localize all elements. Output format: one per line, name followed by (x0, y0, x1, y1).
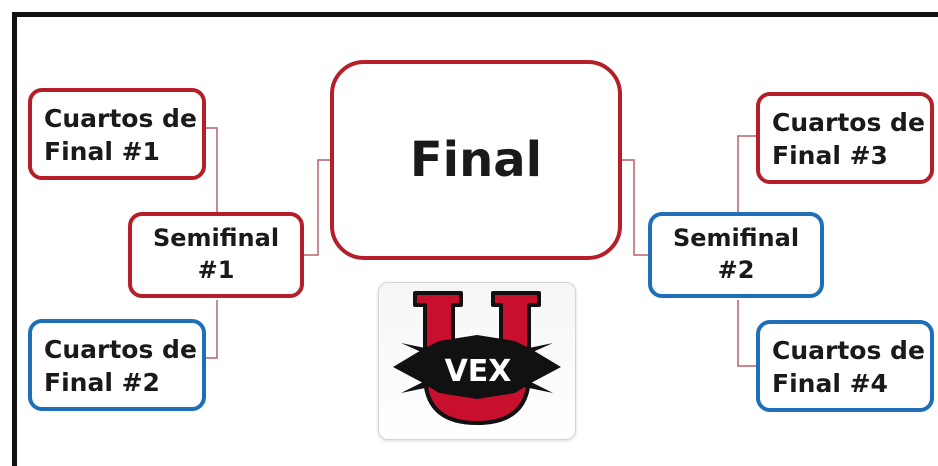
connector-qf2-sf1 (204, 300, 218, 359)
quarterfinal-3-line2: Final #3 (772, 141, 888, 170)
vex-u-logo: VEX (378, 282, 576, 440)
quarterfinal-4-box: Cuartos de Final #4 (756, 320, 934, 412)
quarterfinal-2-box: Cuartos de Final #2 (28, 319, 206, 411)
semifinal-1-box: Semifinal #1 (128, 212, 304, 298)
quarterfinal-1-line1: Cuartos de (44, 104, 197, 133)
quarterfinal-2-line2: Final #2 (44, 368, 160, 397)
connector-sf1-final (304, 159, 330, 256)
connector-sf2-final (622, 159, 648, 256)
quarterfinal-1-box: Cuartos de Final #1 (28, 88, 206, 180)
vex-u-logo-graphic: VEX (393, 291, 561, 425)
connector-qf3-sf2 (737, 135, 756, 212)
quarterfinal-4-line1: Cuartos de (772, 336, 925, 365)
final-label: Final (409, 132, 543, 188)
quarterfinal-2-line1: Cuartos de (44, 335, 197, 364)
semifinal-2-line2: #2 (717, 256, 755, 284)
quarterfinal-3-box: Cuartos de Final #3 (756, 92, 934, 184)
connector-qf4-sf2 (737, 300, 756, 367)
semifinal-2-line1: Semifinal (672, 224, 800, 252)
semifinal-1-line1: Semifinal (152, 224, 280, 252)
vex-logo-text: VEX (445, 354, 512, 389)
quarterfinal-3-line1: Cuartos de (772, 108, 925, 137)
outer-frame (12, 12, 938, 466)
semifinal-1-line2: #1 (197, 256, 235, 284)
semifinal-2-box: Semifinal #2 (648, 212, 824, 298)
final-box: Final (330, 60, 622, 260)
connector-qf1-sf1 (204, 127, 218, 212)
quarterfinal-1-line2: Final #1 (44, 137, 160, 166)
quarterfinal-4-line2: Final #4 (772, 369, 888, 398)
